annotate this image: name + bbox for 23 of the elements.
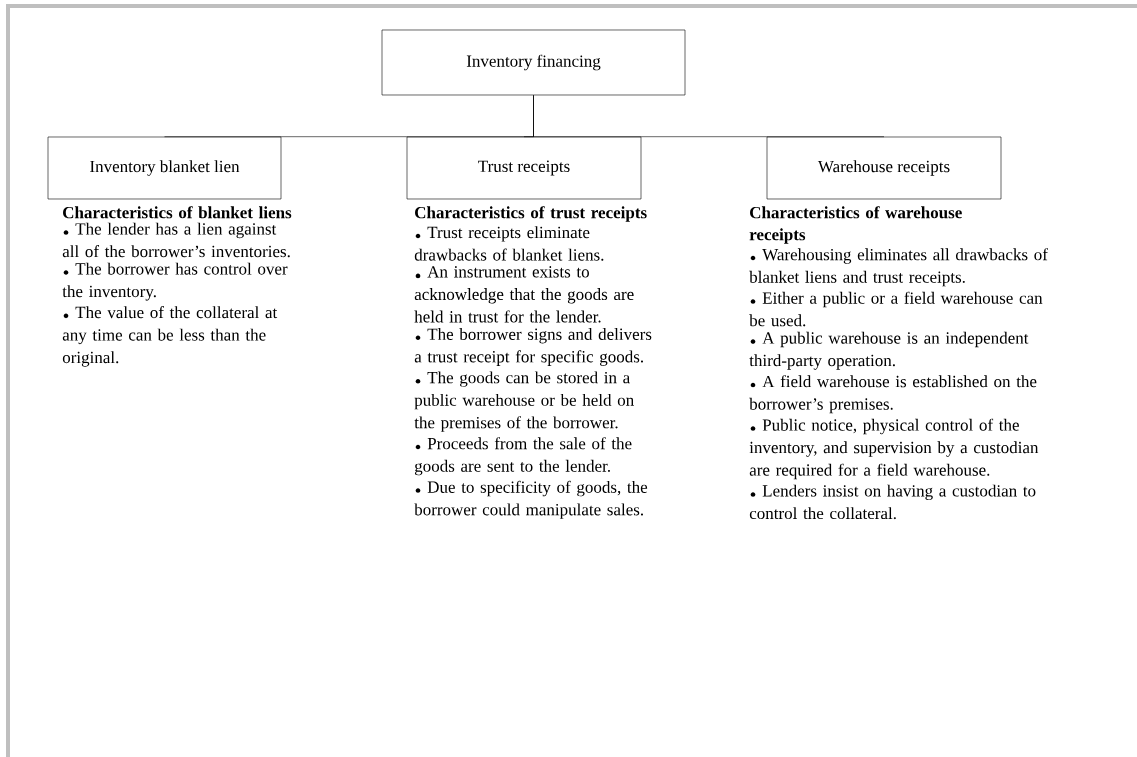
bullet-item: Public notice, physical control of the inventory, and supervision by a custodian are required for a field warehouse. xyxy=(749,418,1039,480)
bullet-item: The goods can be stored in a public warehouse or be held on the premises of the borrower. xyxy=(414,371,634,432)
column-heading: Characteristics of blanket liens xyxy=(63,206,292,219)
bullet-item: Either a public or a field warehouse can be used. xyxy=(749,291,1043,327)
column-heading: Characteristics of warehouse receipts xyxy=(749,206,962,244)
bullet-item: Trust receipts eliminate drawbacks of blanket liens. xyxy=(414,226,604,261)
bullet-item: An instrument exists to acknowledge that the goods are held in trust for the lender. xyxy=(414,266,634,323)
category-box: Inventory financing xyxy=(381,29,686,96)
bullet-item: Warehousing eliminates all drawbacks of blanket liens and trust receipts. xyxy=(749,248,1048,287)
bullet-item: Proceeds from the sale of the goods are sent to the lender. xyxy=(414,437,632,476)
connector-line xyxy=(533,95,885,137)
bullet-item: The borrower has control over the inventory. xyxy=(62,262,288,301)
category-box: Inventory blanket lien xyxy=(47,136,282,200)
bullet-item: The lender has a lien against all of the borrower’s inventories. xyxy=(62,222,290,258)
bullet-item: A field warehouse is established on the borrower’s premises. xyxy=(749,375,1037,414)
category-box: Trust receipts xyxy=(406,136,642,200)
bullet-item: A public warehouse is an independent third-party operation. xyxy=(749,331,1029,370)
bullet-item: The value of the collateral at any time can be less than the original. xyxy=(62,306,278,367)
column-heading: Characteristics of trust receipts xyxy=(415,206,647,222)
bullet-item: Lenders insist on having a custodian to control the collateral. xyxy=(749,484,1036,520)
bullet-item: Due to specificity of goods, the borrower could manipulate sales. xyxy=(414,480,648,519)
bullet-item: The borrower signs and delivers a trust receipt for specific goods. xyxy=(414,328,652,366)
category-box: Warehouse receipts xyxy=(766,136,1002,200)
